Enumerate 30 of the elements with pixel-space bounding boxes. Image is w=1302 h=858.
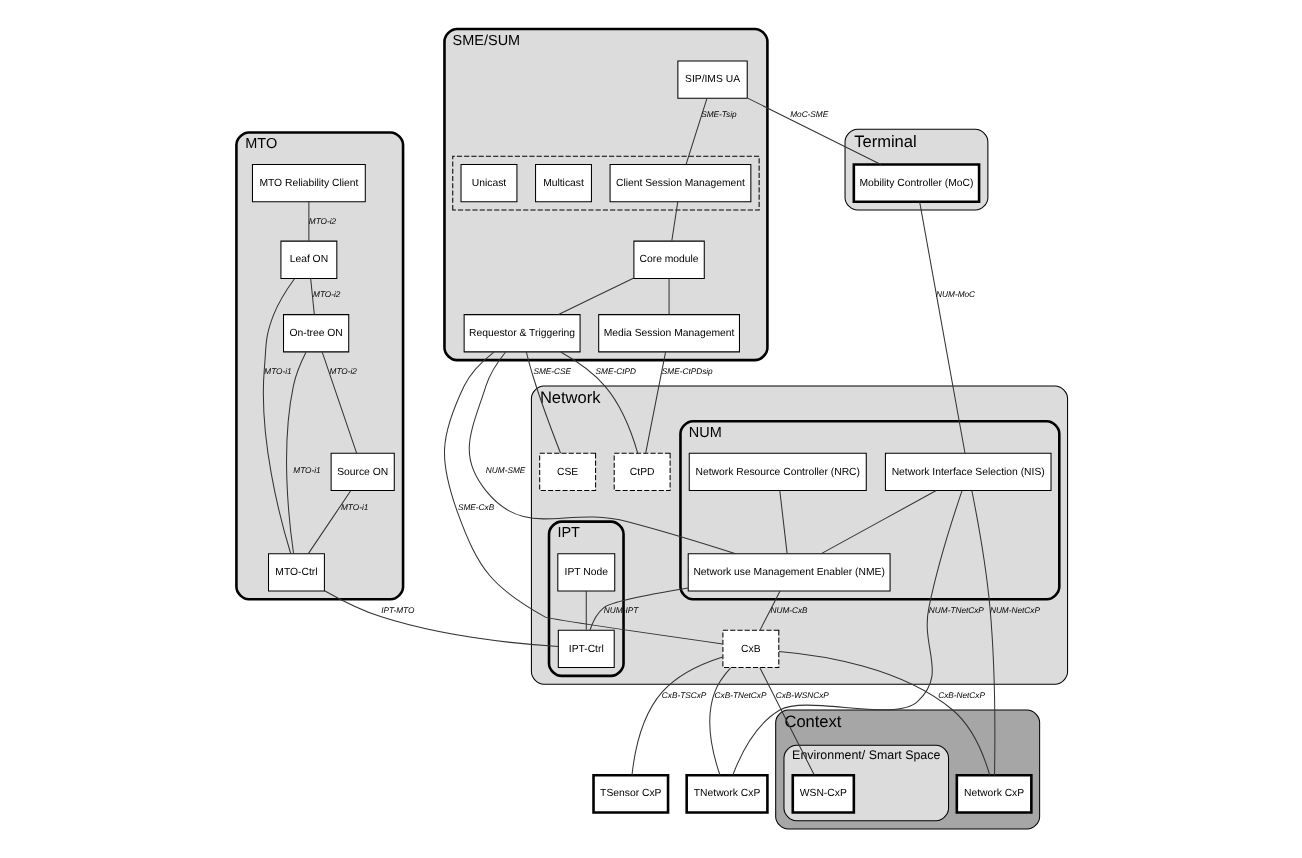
connector: [285, 351, 306, 555]
connector: [261, 278, 294, 555]
connector: [746, 97, 881, 165]
connector: [970, 490, 995, 776]
connector: [684, 97, 707, 165]
connector: [778, 490, 787, 554]
connector: [758, 590, 780, 631]
connector: [708, 667, 731, 776]
connector: [630, 656, 723, 776]
connector: [557, 277, 634, 316]
connector: [584, 590, 586, 631]
cluster: [451, 155, 759, 211]
connector: [588, 587, 688, 631]
connector: [467, 351, 736, 555]
connector: [524, 351, 561, 454]
connector: [323, 590, 558, 648]
connector: [667, 277, 669, 315]
connector: [777, 650, 990, 776]
connector: [731, 490, 962, 776]
connector: [443, 351, 723, 645]
connector: [819, 490, 936, 555]
connector: [918, 201, 965, 454]
connector: [307, 201, 309, 242]
connector: [320, 351, 357, 454]
connector: [309, 277, 314, 315]
connector: [307, 490, 351, 554]
connector: [559, 351, 638, 454]
connector: [758, 667, 814, 776]
connector: [644, 351, 666, 454]
connector: [670, 201, 678, 242]
